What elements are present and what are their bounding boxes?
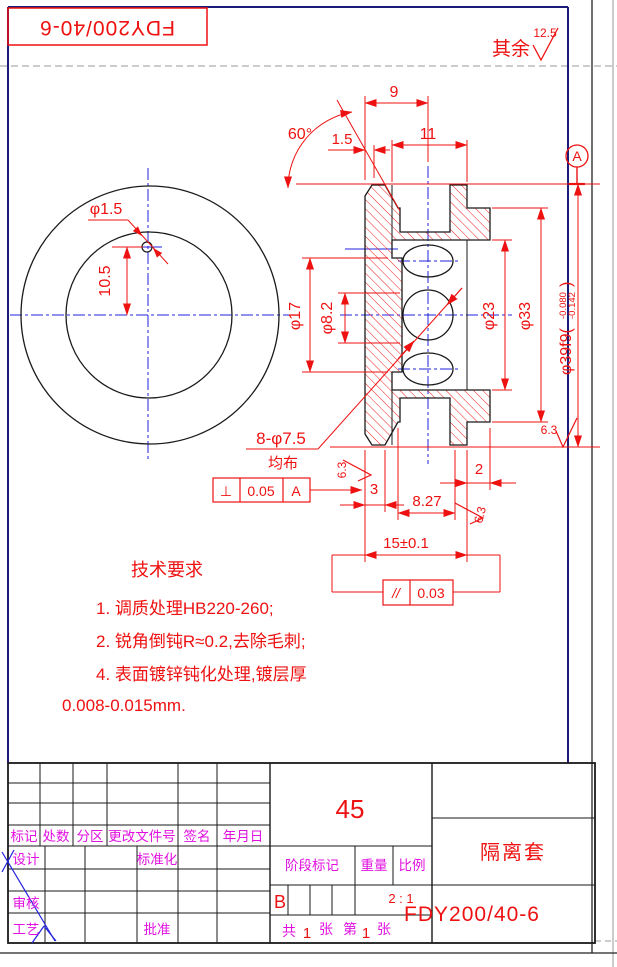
gdt-perpendicularity-frame: ⊥ 0.05 A [212, 477, 363, 503]
surface-finish-63-bottom: 6.3 [454, 502, 489, 525]
dim-phi39: φ39f9( -0.080 -0.142 ) [558, 282, 578, 375]
ra-value-right: 6.3 [541, 423, 558, 437]
tb-label-fenqu: 分区 [77, 829, 104, 844]
dim-phi39-close: ) [558, 282, 575, 287]
rest-surface-label: 其余 [492, 38, 530, 60]
gdt-perp-symbol: ⊥ [220, 483, 232, 499]
tb-label-nianyueri: 年月日 [223, 829, 264, 844]
dim-9: 9 [390, 84, 399, 101]
dim-827: 8.27 [412, 493, 441, 510]
tb-scale-value: 2 : 1 [388, 891, 413, 906]
revision-marks [1, 849, 57, 944]
techreq-line-1: 1. 调质处理HB220-260; [96, 599, 274, 618]
tb-label-sheji: 设计 [13, 852, 40, 867]
mirrored-drawing-number: FDY200/40-6 [39, 16, 175, 39]
gdt-perp-datum: A [291, 483, 301, 499]
title-block-texts: 标记 处数 分区 更改文件号 签名 年月日 设计 标准化 审核 工艺 批准 阶段… [11, 794, 546, 942]
surface-finish-63-left: 6.3 [335, 459, 373, 482]
techreq-line-3: 4. 表面镀锌钝化处理,镀层厚 [96, 665, 307, 684]
hole-middle [402, 289, 454, 341]
dim-11: 11 [420, 126, 437, 143]
surface-finish-icon [532, 27, 559, 62]
dim-chamfer: 1.5 [332, 131, 353, 148]
holes-count-label: 8-φ7.5 [256, 429, 306, 448]
section-view: A 60° 1.5 9 11 φ17 φ8.2 φ23 [212, 84, 600, 606]
tb-sheet-n1: 1 [303, 925, 311, 942]
dim-phi17: φ17 [287, 302, 304, 330]
dim-3: 3 [370, 481, 378, 498]
tb-sheet-n2: 1 [362, 925, 370, 942]
tb-label-biaozhunhua: 标准化 [137, 852, 178, 867]
ra-value-left: 6.3 [335, 461, 349, 478]
dim-angle: 60° [288, 126, 312, 143]
dim-2: 2 [475, 461, 483, 478]
hole-bottom [402, 352, 454, 386]
front-view: φ1.5 10.5 [10, 168, 290, 462]
mirrored-title-box [7, 7, 208, 46]
gdt-par-symbol: // [391, 585, 402, 601]
tb-sheet-zhang1: 张 [319, 921, 333, 937]
gdt-perp-value: 0.05 [247, 483, 274, 499]
tb-label-biaoji: 标记 [11, 829, 38, 844]
tb-drawing-number: FDY200/40-6 [404, 903, 540, 926]
dim-phi23: φ23 [481, 302, 498, 330]
tb-sheet-di: 第 [343, 921, 357, 937]
inner-circle [65, 231, 233, 399]
section-cut-body [364, 184, 491, 446]
dim-phi39-upper: -0.080 [558, 292, 569, 319]
surface-finish-63-right: 6.3 [541, 417, 578, 449]
tb-label-jieduan: 阶段标记 [285, 858, 339, 873]
tb-stage-mark: B [274, 892, 286, 912]
hole-top [402, 244, 454, 278]
dim-phi82: φ8.2 [319, 302, 336, 335]
tb-label-gongyi: 工艺 [13, 922, 40, 937]
holes-note: 均布 [268, 455, 298, 472]
tb-label-shenhe: 审核 [13, 896, 40, 911]
tb-sheet-gong: 共 [282, 923, 296, 939]
dim-phi33: φ33 [517, 302, 534, 330]
techreq-line-4: 0.008-0.015mm. [62, 696, 186, 715]
dim-small-hole-dia: φ1.5 [90, 201, 123, 218]
tb-label-chushu: 处数 [43, 829, 70, 844]
dim-hole-offset: 10.5 [97, 265, 114, 296]
datum-label: A [572, 148, 582, 164]
dim-phi39-main: φ39f9( [558, 327, 575, 375]
ra-value-bottom: 6.3 [471, 505, 489, 525]
tb-label-pizhun: 批准 [144, 922, 171, 937]
tb-label-zhongliang: 重量 [361, 858, 388, 873]
techreq-line-2: 2. 锐角倒钝R≈0.2,去除毛刺; [96, 632, 306, 651]
tb-material: 45 [336, 794, 365, 824]
technical-requirements: 技术要求 1. 调质处理HB220-260; 2. 锐角倒钝R≈0.2,去除毛刺… [62, 560, 307, 715]
dim-phi39-lower: -0.142 [567, 292, 578, 319]
datum-circle [565, 144, 589, 168]
gdt-par-value: 0.03 [417, 585, 444, 601]
title-block [1, 762, 596, 944]
rest-surface-value: 12.5 [533, 26, 557, 40]
gdt-parallelism-frame: // 0.03 [331, 555, 501, 606]
tb-sheet-zhang2: 张 [377, 921, 391, 937]
tb-label-qianming: 签名 [184, 828, 211, 844]
tb-part-name: 隔离套 [480, 841, 546, 864]
tb-label-genggai: 更改文件号 [108, 829, 176, 844]
dim-15: 15±0.1 [383, 535, 429, 552]
techreq-title: 技术要求 [131, 560, 203, 580]
outer-circle [20, 185, 280, 445]
tb-label-bili: 比例 [399, 858, 426, 873]
